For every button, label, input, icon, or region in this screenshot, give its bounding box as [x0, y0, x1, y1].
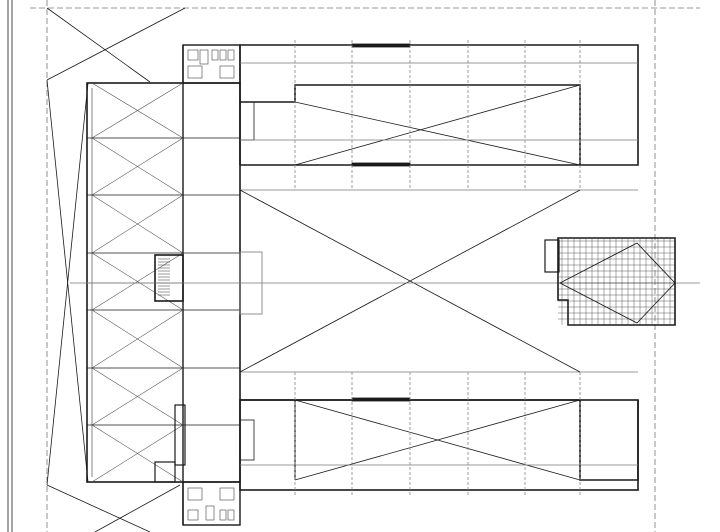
stair-core: [154, 254, 184, 302]
top-wing-stair: [239, 101, 255, 141]
top-wing-diagonal: [294, 84, 581, 166]
left-building-block: [86, 82, 241, 483]
bottom-wing-diagonal: [294, 399, 581, 481]
site-diagonal: [46, 484, 151, 532]
bottom-wing: [240, 399, 639, 481]
bay-diagonal: [91, 137, 184, 196]
top-wing-diagonal: [294, 101, 581, 166]
bay-diagonal: [91, 252, 184, 311]
annex-diagonal: [559, 242, 676, 324]
courtyard-diagonal: [239, 189, 581, 373]
site-diagonal: [46, 7, 151, 83]
bay-diagonal: [91, 367, 184, 426]
courtyard-entry: [239, 251, 263, 315]
toilet-core-bottom: [182, 481, 241, 526]
site-diagonal: [46, 7, 186, 81]
annex-stair: [544, 239, 560, 273]
stair-landing: [154, 461, 176, 483]
bottom-wing-stair: [239, 419, 255, 461]
toilet-core-top: [182, 44, 241, 84]
bay-diagonal: [91, 424, 184, 483]
bay-diagonal: [91, 194, 184, 254]
stair-left-bottom: [174, 404, 186, 466]
site-diagonal: [94, 484, 181, 532]
bay-diagonal: [91, 82, 184, 139]
site-diagonal: [46, 82, 89, 486]
bay-diagonal: [91, 309, 184, 369]
